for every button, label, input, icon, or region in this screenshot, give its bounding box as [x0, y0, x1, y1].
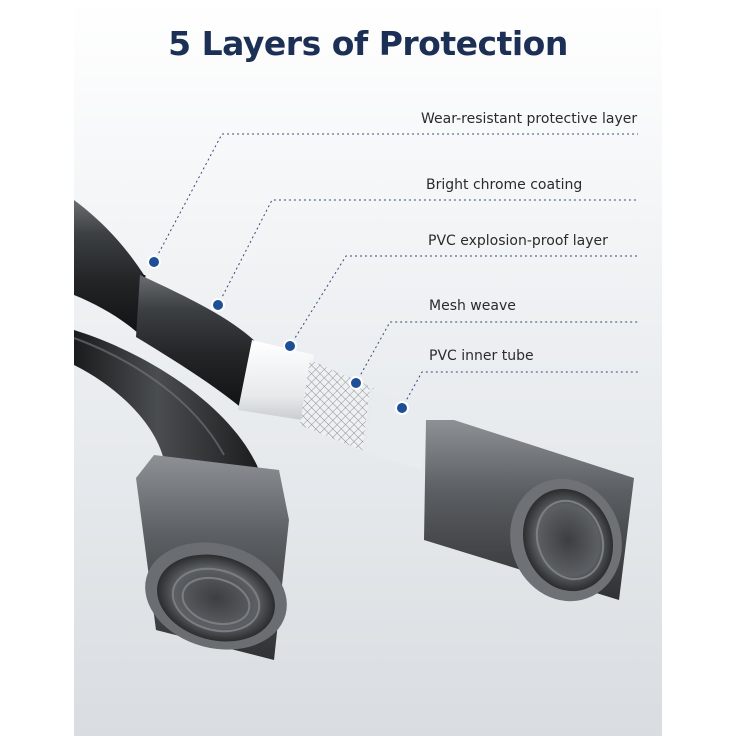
- layer-label-pvc-inner-tube: PVC inner tube: [429, 348, 534, 364]
- marker-dot-5: [395, 401, 409, 415]
- upper-connector: [424, 420, 634, 602]
- leader-lines: [153, 133, 638, 409]
- leader-line-3: [289, 255, 638, 347]
- marker-dot-4: [349, 376, 363, 390]
- chrome-layer-section: [136, 275, 259, 410]
- pvc-inner-tube-segment: [362, 388, 429, 470]
- hose-illustration: [74, 0, 662, 736]
- layer-label-chrome-coating: Bright chrome coating: [426, 177, 583, 193]
- layer-markers: [147, 255, 409, 415]
- leader-line-5: [401, 371, 638, 409]
- lower-connector: [136, 455, 289, 660]
- outer-layer-end: [74, 200, 144, 335]
- page-title: 5 Layers of Protection: [168, 24, 568, 63]
- lower-hose-body: [74, 330, 259, 470]
- layer-label-wear-resistant: Wear-resistant protective layer: [421, 111, 638, 127]
- leader-line-4: [355, 321, 638, 384]
- layer-label-pvc-explosion-proof: PVC explosion-proof layer: [428, 233, 608, 249]
- hose-illustration-panel: [74, 0, 662, 736]
- marker-dot-3: [283, 339, 297, 353]
- marker-dot-1: [147, 255, 161, 269]
- marker-dot-2: [211, 298, 225, 312]
- layer-label-mesh-weave: Mesh weave: [429, 298, 516, 314]
- pvc-explosion-proof-segment: [238, 340, 314, 420]
